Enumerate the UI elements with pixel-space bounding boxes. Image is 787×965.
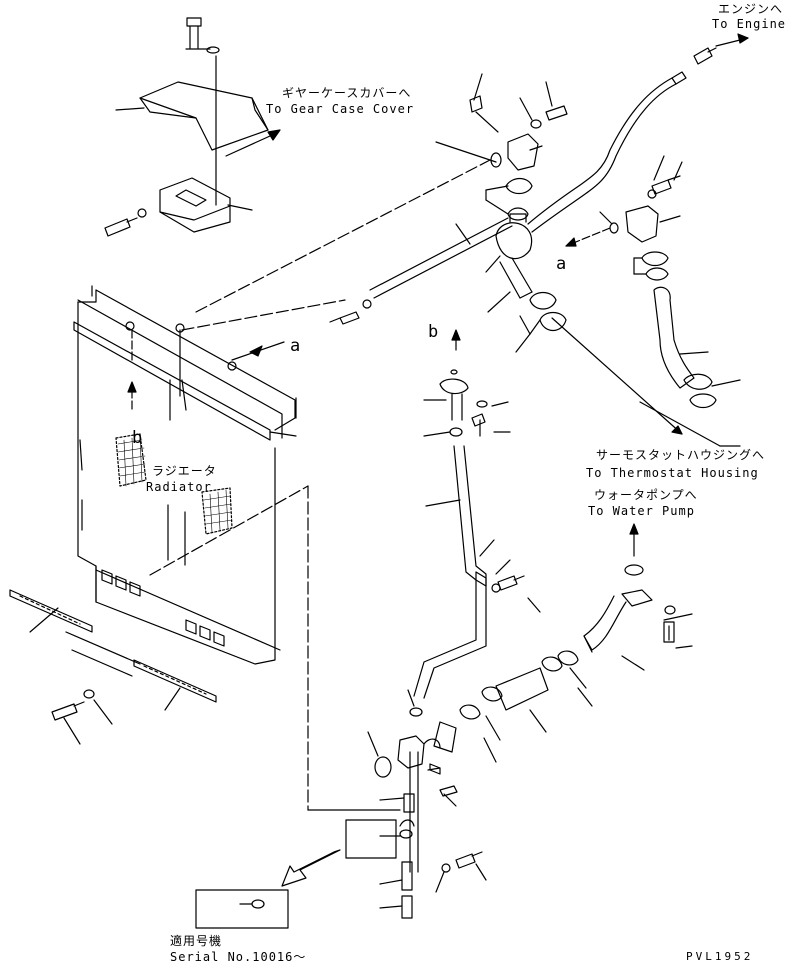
to-engine-label-en: To Engine — [712, 17, 787, 31]
radiator — [73, 285, 297, 665]
radiator-label-en: Radiator — [146, 480, 212, 494]
to-gear-case-cover-label-en: To Gear Case Cover — [266, 102, 415, 116]
upper-pipe-assembly — [329, 33, 749, 353]
gear-case-cover-bracket — [104, 17, 281, 237]
to-thermostat-housing-label-jp: サーモスタットハウジングへ — [596, 448, 766, 462]
water-pump-parts — [345, 523, 693, 919]
to-water-pump-label-en: To Water Pump — [588, 504, 695, 518]
ref-b-pipe: b — [428, 322, 439, 342]
ref-a-upper: a — [556, 254, 567, 274]
radiator-mesh — [117, 435, 233, 533]
ref-a-radiator: a — [290, 336, 301, 356]
thermostat-side-parts — [551, 155, 741, 447]
serial-number-box — [195, 849, 341, 929]
to-water-pump-label-jp: ウォータポンプへ — [594, 488, 698, 502]
reference-lines — [127, 159, 491, 811]
to-engine-label-jp: エンジンへ — [718, 2, 784, 16]
drawing-id: PVL1952 — [686, 950, 754, 963]
ref-b-radiator: b — [132, 428, 143, 448]
serial-label-en: Serial No.10016～ — [170, 950, 307, 964]
serial-label-jp: 適用号機 — [170, 934, 223, 948]
mounting-brackets — [9, 589, 217, 745]
to-gear-case-cover-label-jp: ギヤーケースカバーへ — [282, 86, 412, 100]
to-thermostat-housing-label-en: To Thermostat Housing — [586, 466, 759, 480]
radiator-label-jp: ラジエータ — [152, 464, 217, 478]
middle-pipe — [413, 329, 541, 699]
